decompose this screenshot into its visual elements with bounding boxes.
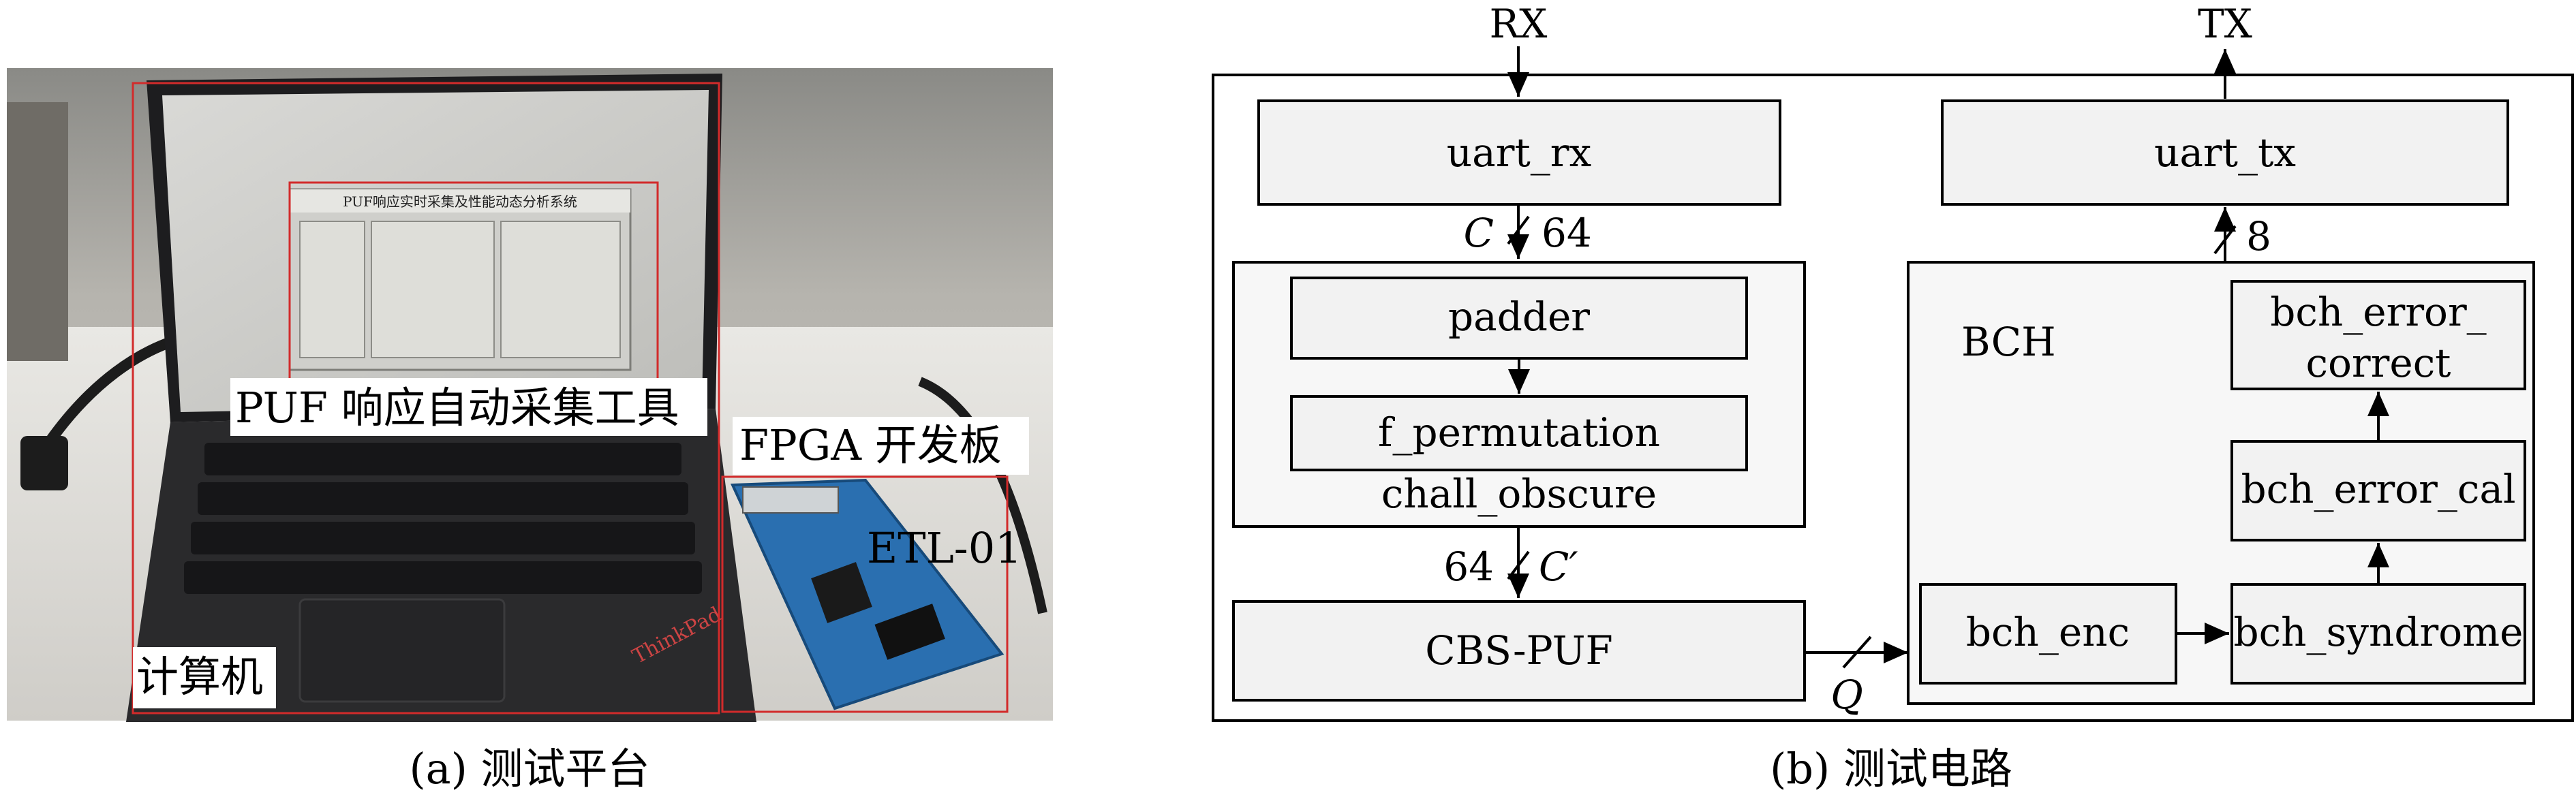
touchpad: [298, 598, 506, 703]
block-padder-label: padder: [1448, 294, 1590, 340]
signal-tx-width: 8: [2246, 213, 2271, 260]
block-bch-error-correct-label-1: bch_error_: [2270, 289, 2486, 335]
bus-slash-tx: [2213, 225, 2237, 255]
bus-slash-cprime: [1507, 550, 1530, 580]
app-window-titlebar: [290, 189, 630, 213]
fpga-chip: [811, 562, 872, 623]
signal-cprime-width: 64: [1443, 544, 1494, 590]
panel-a-photo: PUF响应实时采集及性能动态分析系统 ThinkPad: [7, 68, 1053, 722]
block-bch-syndrome-label: bch_syndrome: [2234, 609, 2524, 655]
highlight-fpga: [721, 475, 1009, 713]
caption-a: (a) 测试平台: [409, 744, 649, 794]
highlight-computer: [132, 82, 720, 714]
caption-b: (b) 测试电路: [1770, 744, 2012, 794]
label-software: PUF 响应自动采集工具: [235, 383, 679, 433]
block-uart-rx-label: uart_rx: [1447, 129, 1591, 176]
label-fpga-bg: [733, 417, 1029, 475]
block-bch-label: BCH: [1961, 319, 2056, 365]
laptop: PUF响应实时采集及性能动态分析系统 ThinkPad: [126, 74, 756, 722]
cable-ferrite: [20, 436, 68, 490]
fpga-board: [730, 478, 1005, 710]
panel-b-diagram: RX TX uart_rx uart_tx C 64 padder f_perm…: [1212, 1, 2574, 722]
signal-c-width: 64: [1542, 210, 1592, 256]
block-bch-error-cal-label: bch_error_cal: [2241, 466, 2516, 512]
app-window-title: PUF响应实时采集及性能动态分析系统: [343, 193, 577, 210]
label-software-bg: [230, 378, 707, 436]
block-cbs-puf: [1232, 600, 1806, 702]
app-panel-right: [500, 221, 621, 358]
block-chall-obscure-label: chall_obscure: [1381, 471, 1657, 517]
signal-q: Q: [1830, 672, 1863, 718]
block-f-permutation-label: f_permutation: [1378, 409, 1660, 456]
block-uart-tx: [1941, 99, 2509, 206]
app-panel-left: [299, 221, 365, 358]
wall-pipe: [7, 102, 68, 361]
label-board-model: ETL-01: [867, 523, 1022, 573]
block-padder: [1290, 277, 1748, 360]
signal-cprime: C′: [1539, 544, 1578, 590]
fpga-connectors: [742, 486, 839, 514]
label-computer: 计算机: [136, 652, 263, 702]
block-cbs-puf-label: CBS-PUF: [1425, 627, 1613, 674]
fpga-memory: [874, 603, 945, 660]
block-bch-enc-label: bch_enc: [1966, 609, 2130, 655]
io-rx: RX: [1490, 1, 1548, 47]
block-f-permutation: [1290, 395, 1748, 471]
block-uart-tx-label: uart_tx: [2154, 129, 2296, 176]
block-bch-error-cal: [2230, 440, 2526, 541]
bus-slash-c: [1507, 215, 1530, 245]
keyboard: [184, 443, 702, 594]
label-computer-bg: [133, 647, 276, 708]
app-panel-middle: [371, 221, 495, 358]
label-fpga: FPGA 开发板: [739, 420, 1002, 470]
block-uart-rx: [1257, 99, 1781, 206]
signal-c: C: [1464, 210, 1494, 256]
block-bch-error-correct-label-2: correct: [2306, 340, 2451, 386]
bus-slash-q: [1842, 635, 1872, 669]
io-tx: TX: [2198, 1, 2253, 47]
block-bch-error-correct: [2230, 280, 2526, 390]
